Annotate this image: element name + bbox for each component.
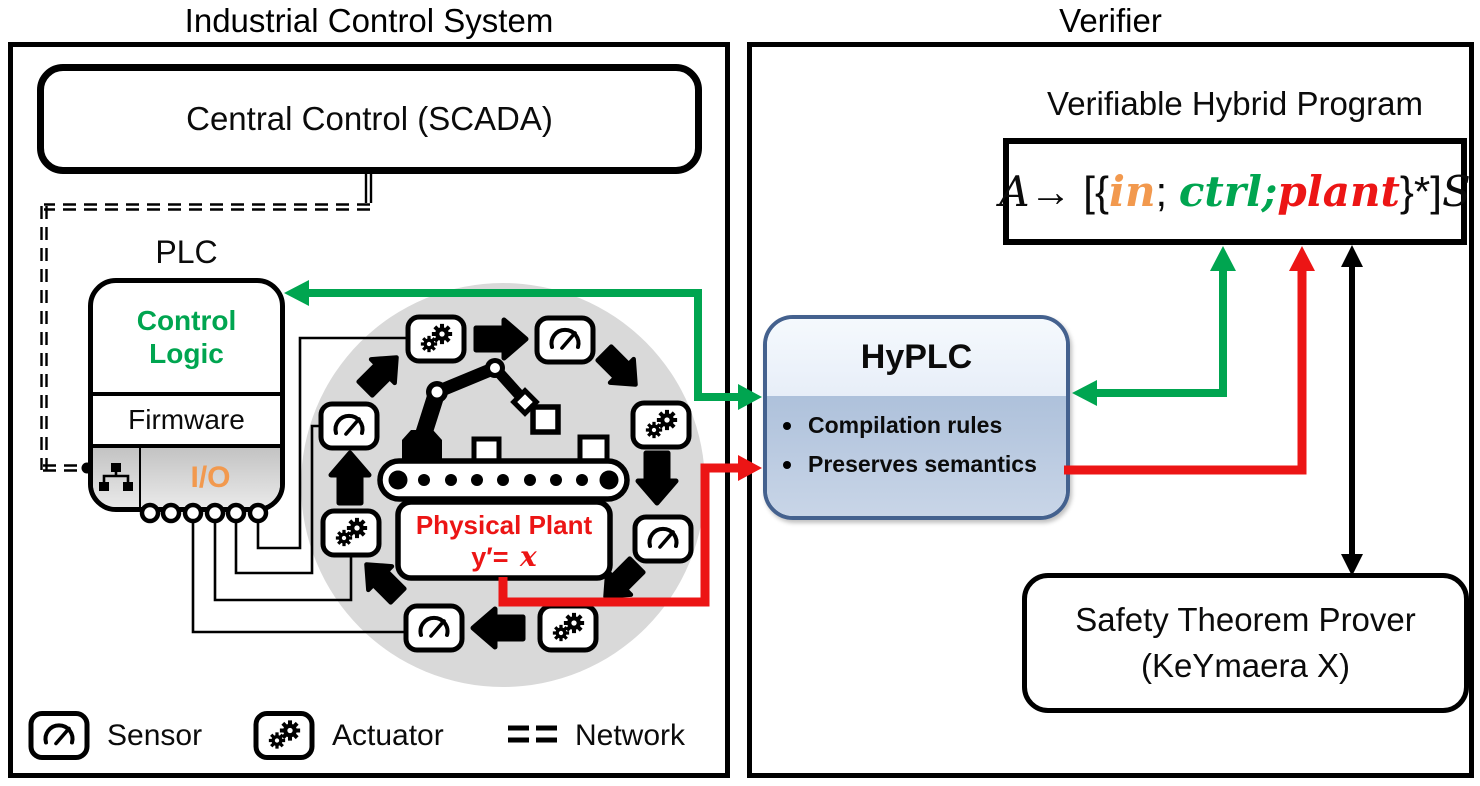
plc-network-port xyxy=(93,448,141,507)
left-panel-title: Industrial Control System xyxy=(184,2,554,39)
hyplc-bullet-1: Compilation rules xyxy=(783,412,1066,439)
legend-actuator-label: Actuator xyxy=(332,718,444,752)
prover-tool: (KeYmaera X) xyxy=(1140,647,1351,684)
hyplc-box: HyPLC Compilation rules Preserves semant… xyxy=(763,315,1070,520)
plc-label: PLC xyxy=(155,234,218,270)
hybrid-program-title: Verifiable Hybrid Program xyxy=(1047,85,1423,122)
legend-sensor-label: Sensor xyxy=(107,718,203,752)
plc-firmware-section: Firmware xyxy=(93,392,280,448)
hybrid-program-formula-box: A→ [{in; ctrl;plant}*]S xyxy=(999,138,1471,245)
hyplc-title: HyPLC xyxy=(767,319,1066,396)
safety-theorem-prover-box: Safety Theorem Prover (KeYmaera X) xyxy=(1022,573,1469,713)
plc-control-logic-section: Control Logic xyxy=(136,305,237,369)
bullet-dot xyxy=(783,460,791,469)
plc-box: Control Logic Firmware I/O xyxy=(88,278,285,512)
plc-io-label: I/O xyxy=(190,460,231,494)
hyplc-bullet-2: Preserves semantics xyxy=(783,451,1066,478)
central-control-scada-box: Central Control (SCADA) xyxy=(37,64,702,174)
plc-io-section: I/O xyxy=(93,448,280,507)
hybrid-program-formula: A→ [{in; ctrl;plant}*]S xyxy=(999,167,1471,216)
hyplc-bullets: Compilation rules Preserves semantics xyxy=(767,396,1066,516)
right-panel-title: Verifier xyxy=(1059,2,1162,39)
prover-name: Safety Theorem Prover xyxy=(1075,600,1416,638)
lan-network-icon xyxy=(99,462,133,491)
bullet-dot xyxy=(783,421,791,430)
scada-label: Central Control (SCADA) xyxy=(186,100,553,137)
legend-network-label: Network xyxy=(575,718,686,752)
